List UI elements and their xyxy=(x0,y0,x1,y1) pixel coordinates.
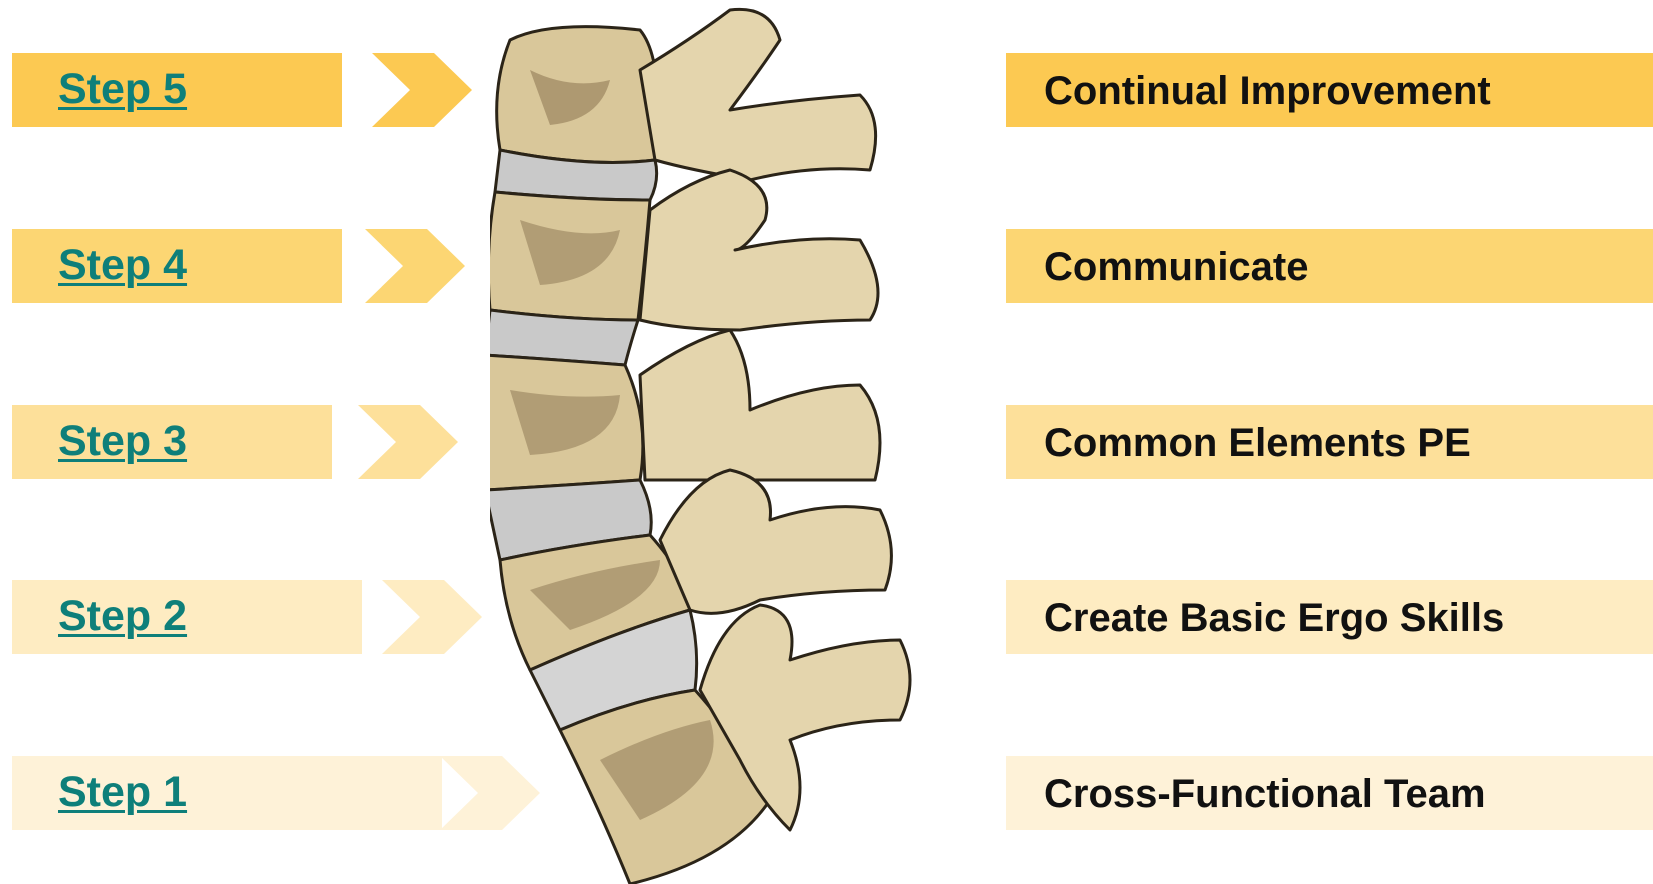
chevron-arrow-icon xyxy=(365,229,465,303)
process-l1 xyxy=(640,9,876,180)
chevron-arrow-icon xyxy=(358,405,458,479)
step-description-2: Create Basic Ergo Skills xyxy=(1044,598,1504,638)
spine-illustration xyxy=(490,0,970,884)
step-description-4: Communicate xyxy=(1044,247,1309,287)
step-description-5: Continual Improvement xyxy=(1044,71,1491,111)
process-l4 xyxy=(660,470,891,613)
step-description-1: Cross-Functional Team xyxy=(1044,774,1486,814)
step-link-5[interactable]: Step 5 xyxy=(58,68,187,111)
step-link-1[interactable]: Step 1 xyxy=(58,771,187,814)
chevron-arrow-icon xyxy=(382,580,482,654)
step-link-4[interactable]: Step 4 xyxy=(58,244,187,287)
chevron-arrow-icon xyxy=(372,53,472,127)
process-l2 xyxy=(640,170,878,330)
step-link-2[interactable]: Step 2 xyxy=(58,595,187,638)
step-link-3[interactable]: Step 3 xyxy=(58,420,187,463)
step-description-3: Common Elements PE xyxy=(1044,423,1471,463)
process-l3 xyxy=(640,330,880,480)
